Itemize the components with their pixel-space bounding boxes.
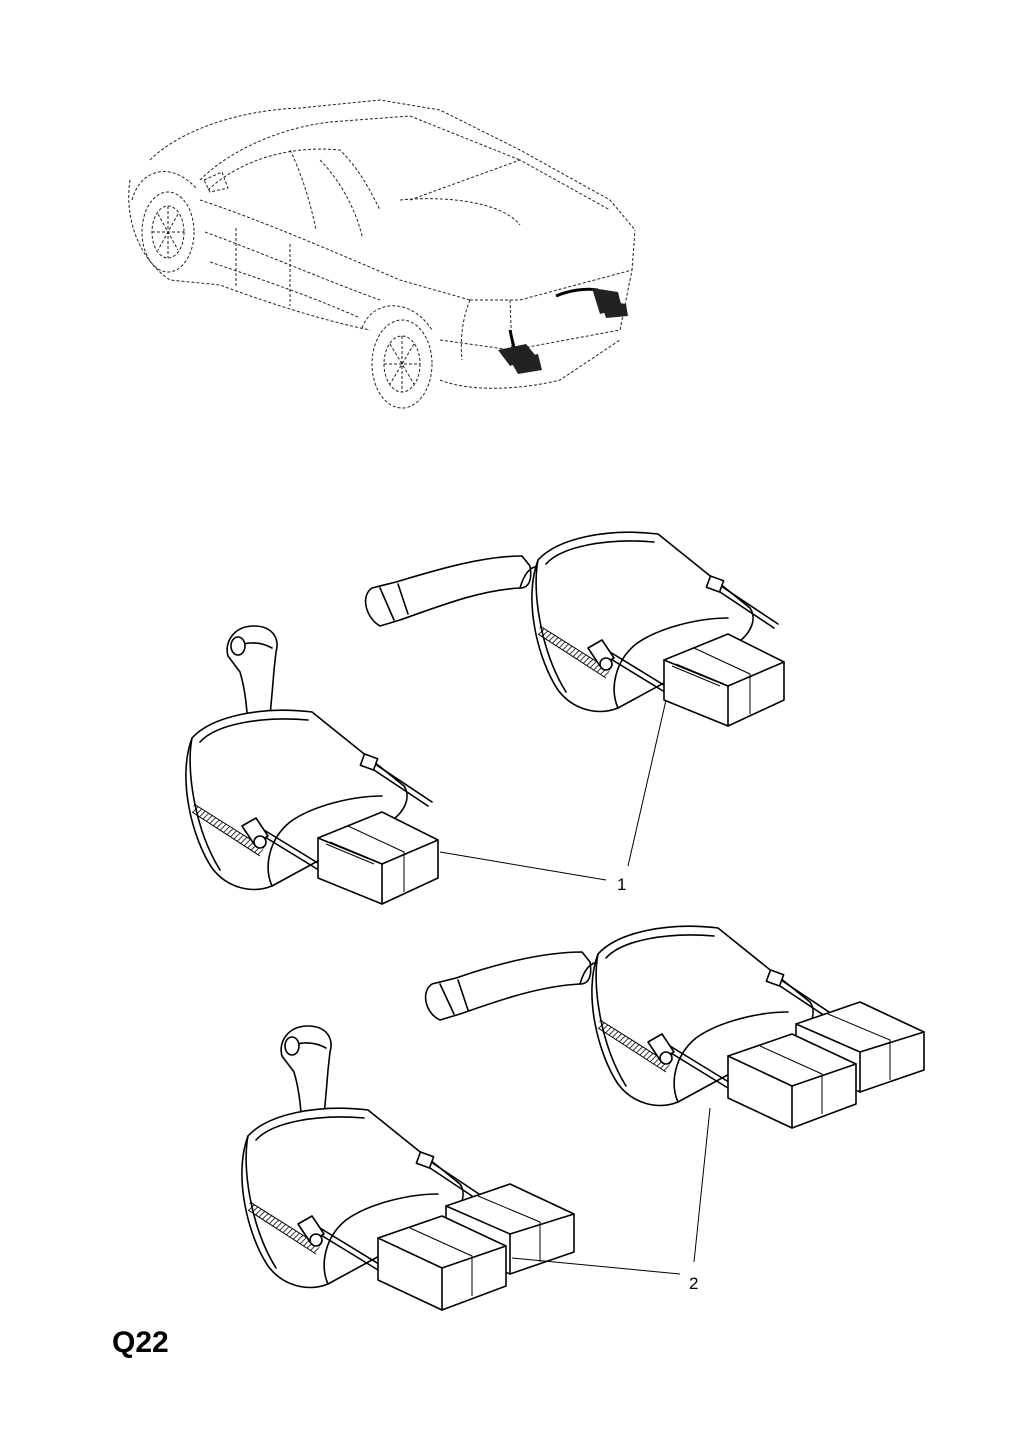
car-exhaust-highlight xyxy=(498,287,628,374)
callout-2: 2 xyxy=(689,1274,698,1293)
callout-1: 1 xyxy=(617,875,626,894)
page-code: Q22 xyxy=(112,1326,169,1359)
muffler-part-2-left xyxy=(241,1025,575,1311)
muffler-part-2-right xyxy=(424,925,925,1129)
car-overview xyxy=(128,99,636,409)
muffler-part-1-right xyxy=(364,531,785,727)
muffler-part-1-left xyxy=(185,625,439,905)
leader-lines xyxy=(439,699,711,1275)
